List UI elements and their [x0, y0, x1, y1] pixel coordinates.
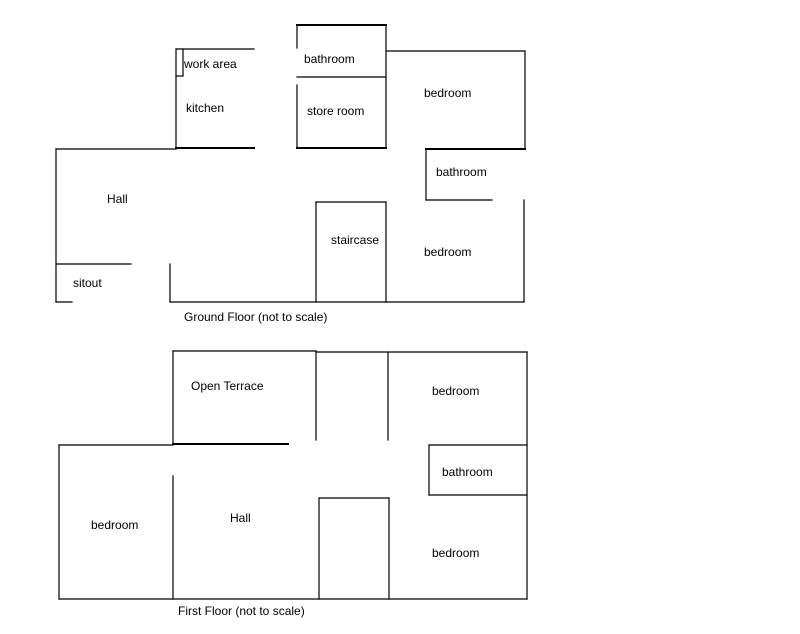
ff-label-bedroom-left: bedroom: [91, 518, 138, 532]
ff-label-bedroom-bottom: bedroom: [432, 546, 479, 560]
ff-label-bathroom: bathroom: [442, 465, 493, 479]
ff-caption: First Floor (not to scale): [178, 604, 305, 618]
first-floor: Open Terrace bedroom bathroom bedroom Ha…: [58, 350, 528, 618]
ff-label-open-terrace: Open Terrace: [191, 379, 264, 393]
ff-label-bedroom-top: bedroom: [432, 384, 479, 398]
gf-label-bathroom-right: bathroom: [436, 165, 487, 179]
gf-label-staircase: staircase: [331, 233, 379, 247]
gf-label-bedroom-bottom: bedroom: [424, 245, 471, 259]
gf-label-bathroom-top: bathroom: [304, 52, 355, 66]
gf-label-bedroom-top: bedroom: [424, 86, 471, 100]
gf-label-store-room: store room: [307, 104, 364, 118]
ground-floor: work area kitchen bathroom store room be…: [55, 24, 526, 324]
ff-label-hall: Hall: [230, 511, 251, 525]
gf-label-kitchen: kitchen: [186, 101, 224, 115]
gf-label-hall: Hall: [107, 192, 128, 206]
gf-label-sitout: sitout: [73, 276, 102, 290]
gf-caption: Ground Floor (not to scale): [184, 310, 327, 324]
gf-label-work-area: work area: [183, 57, 237, 71]
